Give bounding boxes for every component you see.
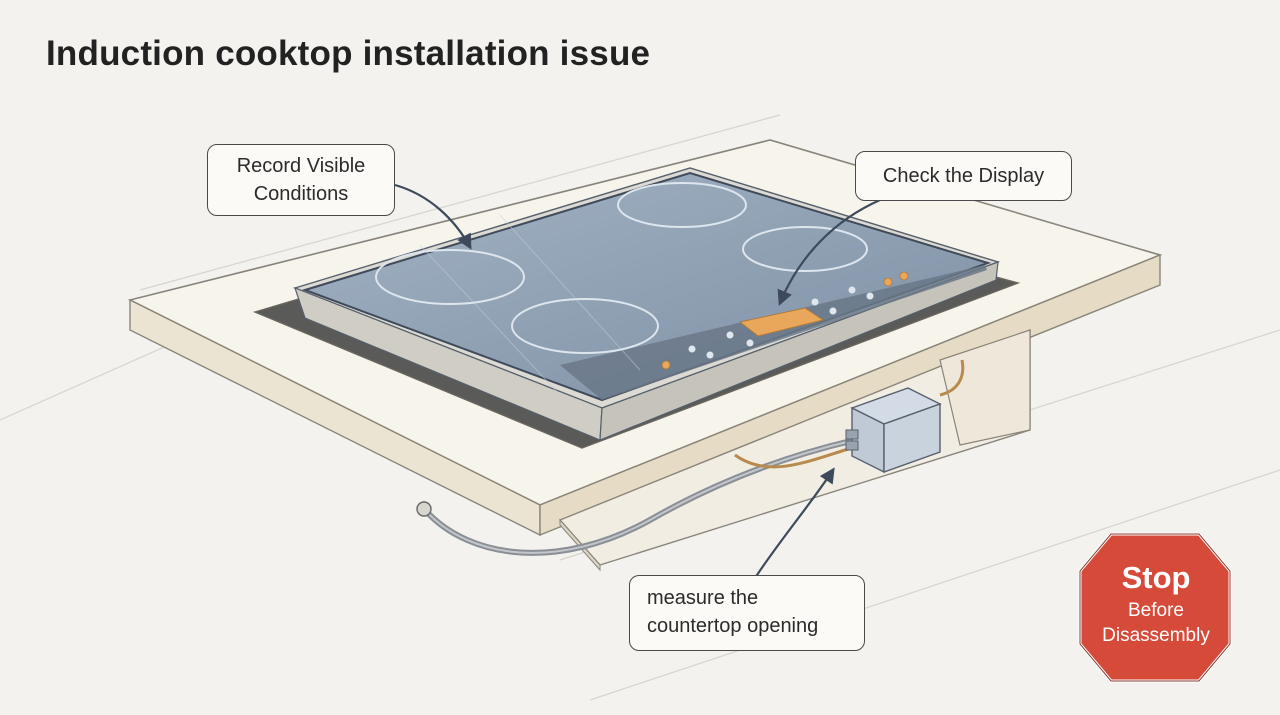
callout-measure-opening: measure the countertop opening — [629, 575, 865, 651]
cooking-zone-front-left — [375, 249, 525, 305]
stop-sign — [1078, 532, 1232, 683]
arrow-record-to-cooktop — [394, 183, 472, 250]
cooking-zone-rear-right — [742, 226, 868, 272]
callout-display-text: Check the Display — [882, 165, 1045, 187]
cooking-zone-rear-left — [617, 182, 747, 228]
callout-measure-line1: measure the — [647, 587, 759, 609]
diagram-title: Induction cooktop installation issue — [46, 34, 651, 73]
arrow-measure-to-opening — [754, 467, 835, 579]
callout-measure-line2: countertop opening — [647, 615, 819, 637]
arrow-display-to-panel — [777, 198, 881, 306]
stop-sign-word: Stop — [1121, 560, 1191, 595]
cooking-zones — [375, 182, 868, 354]
stop-sign-line2: Disassembly — [1102, 625, 1210, 646]
callout-record-visible-conditions: Record Visible Conditions — [207, 144, 395, 216]
control-panel — [661, 271, 909, 370]
callout-record-line1: Record Visible — [236, 155, 366, 177]
stop-sign-line1: Before — [1128, 600, 1184, 621]
callout-check-display: Check the Display — [855, 151, 1072, 201]
callout-record-line2: Conditions — [253, 183, 349, 205]
junction-box — [845, 387, 942, 474]
callout-arrows — [394, 183, 881, 579]
power-cable — [416, 359, 965, 556]
cooking-zone-front-center — [511, 298, 659, 354]
display-panel — [738, 307, 825, 337]
